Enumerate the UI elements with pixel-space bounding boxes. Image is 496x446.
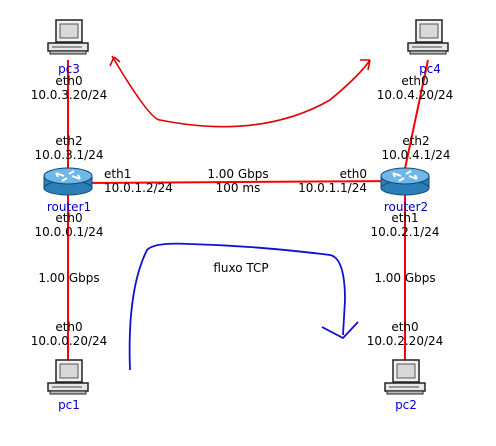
pc2-iface: eth0	[391, 320, 418, 334]
router-link-delay: 100 ms	[216, 181, 261, 195]
pc3-pc-icon	[47, 19, 89, 55]
pc1-link-bandwidth: 1.00 Gbps	[38, 271, 99, 285]
pc2-pc-icon	[384, 359, 426, 395]
pc4-iface: eth0	[401, 74, 428, 88]
pc3-name: pc3	[58, 62, 80, 76]
link-router1-router2	[79, 180, 401, 184]
pc3-iface: eth0	[55, 74, 82, 88]
router-link-bandwidth: 1.00 Gbps	[207, 167, 268, 181]
router2-eth2-iface: eth2	[402, 134, 429, 148]
router1-name: router1	[47, 200, 91, 214]
pc1-pc-icon	[47, 359, 89, 395]
pc2-link-bandwidth: 1.00 Gbps	[374, 271, 435, 285]
tcp-flow-arrow	[128, 242, 359, 371]
router1-eth2-ip: 10.0.3.1/24	[35, 148, 104, 162]
router2-eth0-iface: eth0	[340, 167, 367, 181]
router2-eth2-ip: 10.0.4.1/24	[382, 148, 451, 162]
link-router2-pc4	[402, 59, 429, 179]
pc2-ip: 10.0.2.20/24	[367, 334, 444, 348]
pc4-name: pc4	[419, 62, 441, 76]
router1-eth0-ip: 10.0.0.1/24	[35, 225, 104, 239]
pc4-ip: 10.0.4.20/24	[377, 88, 454, 102]
router1-eth1-iface: eth1	[104, 167, 131, 181]
router2-name: router2	[384, 200, 428, 214]
pc2-name: pc2	[395, 398, 417, 412]
router2-eth0-ip: 10.0.1.1/24	[298, 181, 367, 195]
router1-eth1-ip: 10.0.1.2/24	[104, 181, 173, 195]
pc1-ip: 10.0.0.20/24	[31, 334, 108, 348]
router1-eth0-iface: eth0	[55, 211, 82, 225]
router2-eth1-iface: eth1	[391, 211, 418, 225]
tcp-flow-label: fluxo TCP	[213, 261, 268, 275]
router1-eth2-iface: eth2	[55, 134, 82, 148]
router1-router-icon	[43, 167, 93, 196]
pc4-pc-icon	[407, 19, 449, 55]
udp-flow-arrow	[109, 55, 371, 128]
pc1-iface: eth0	[55, 320, 82, 334]
pc1-name: pc1	[58, 398, 80, 412]
router2-eth1-ip: 10.0.2.1/24	[371, 225, 440, 239]
router2-router-icon	[380, 167, 430, 196]
pc3-ip: 10.0.3.20/24	[31, 88, 108, 102]
